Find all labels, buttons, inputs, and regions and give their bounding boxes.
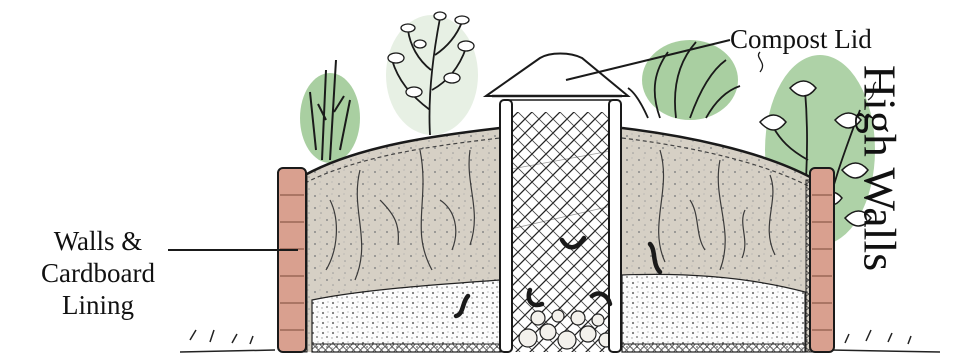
walls-label-line-3: Lining (4, 290, 192, 322)
plant-icon (300, 60, 360, 163)
brick-wall-left (278, 168, 306, 352)
compost-lid-label: Compost Lid (730, 24, 872, 55)
compost-tube (500, 100, 621, 352)
left-bed-soil (305, 128, 500, 352)
walls-label-line-2: Cardboard (4, 258, 192, 290)
plant-icon (386, 12, 478, 135)
brick-wall-right (810, 168, 834, 352)
compost-lid-icon (486, 54, 628, 101)
high-walls-text: High Walls (854, 65, 907, 271)
walls-cardboard-lining-label: Walls & Cardboard Lining (4, 226, 192, 322)
walls-label-line-1: Walls & (4, 226, 192, 258)
